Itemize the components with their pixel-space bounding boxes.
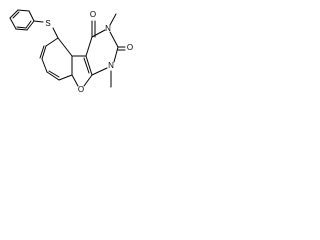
oxygen-top-label: O: [90, 10, 96, 19]
bond: [83, 57, 90, 74]
bond: [85, 55, 93, 76]
bond: [26, 20, 35, 31]
nitrogen-bottom-label: N: [108, 61, 114, 70]
nitrogen-top-label: N: [105, 24, 111, 33]
bond: [46, 71, 60, 81]
bond: [91, 29, 106, 38]
bond: [25, 20, 32, 29]
bond: [52, 27, 59, 39]
bond: [57, 37, 73, 57]
furan-ring: [71, 55, 93, 87]
bond: [109, 31, 119, 48]
bond: [9, 9, 19, 19]
bond: [28, 10, 35, 22]
bond: [85, 36, 93, 57]
bond: [12, 11, 20, 19]
oxygen-ring-label: O: [78, 85, 84, 94]
phenyl-ring: [9, 9, 35, 31]
molecule-canvas: S O O O N N: [0, 0, 139, 117]
bond: [83, 74, 93, 87]
bond: [9, 17, 17, 30]
structure-diagram: S O O O N N: [9, 9, 133, 94]
bond: [39, 45, 45, 59]
bond: [71, 74, 79, 87]
bond: [15, 28, 28, 31]
bond: [48, 70, 60, 78]
bond: [113, 46, 119, 63]
bond: [17, 9, 30, 12]
cyclohepta-ring: [39, 37, 73, 81]
bond: [41, 45, 47, 60]
bond: [16, 26, 27, 29]
bond: [109, 13, 117, 26]
bond: [45, 37, 59, 47]
sulfur-label: S: [45, 19, 50, 28]
bond: [58, 74, 73, 81]
bond: [91, 67, 108, 76]
bond: [41, 58, 48, 73]
pyrimidine-ring: [85, 29, 119, 76]
bond: [33, 20, 44, 23]
oxygen-right-label: O: [127, 43, 133, 52]
